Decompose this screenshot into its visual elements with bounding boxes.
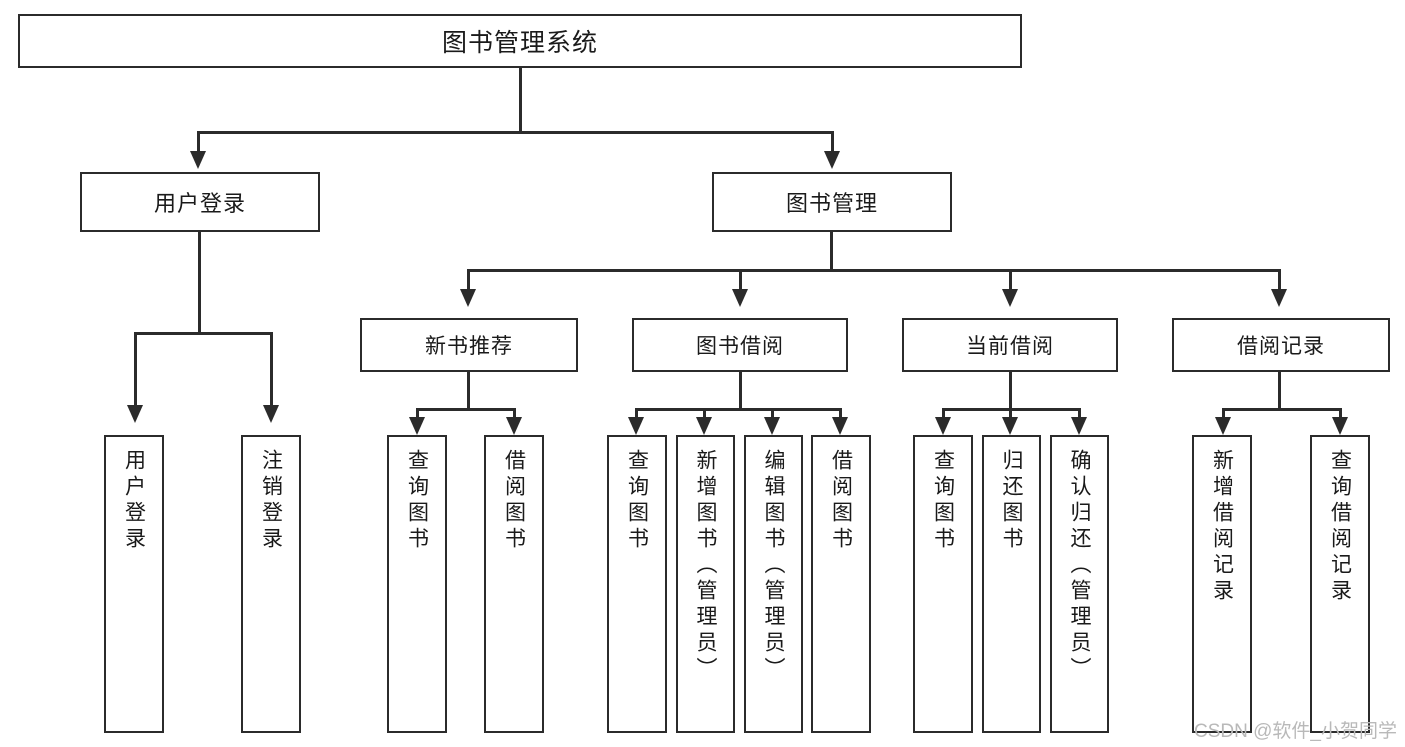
node-user-login[interactable]: 用户登录 [80, 172, 320, 232]
arrow-to-leaf-query-book-2 [628, 417, 644, 435]
leaf-user-login[interactable]: 用户登录 [104, 435, 164, 733]
connector-root-bar [197, 131, 834, 134]
arrow-to-leaf-borrow-book-2 [832, 417, 848, 435]
connector-bm-drop-1 [467, 269, 470, 291]
node-borrow-record[interactable]: 借阅记录 [1172, 318, 1390, 372]
connector-cb-drop-3 [1078, 408, 1081, 420]
connector-bb-drop-4 [839, 408, 842, 420]
connector-br-drop-1 [1222, 408, 1225, 420]
arrow-to-new-book-recommend [460, 289, 476, 307]
leaf-label: 归还图书 [1000, 449, 1023, 553]
arrow-to-leaf-query-book-3 [935, 417, 951, 435]
connector-bm-drop-4 [1278, 269, 1281, 291]
arrow-to-leaf-add-book [696, 417, 712, 435]
connector-user-login-drop-2 [270, 332, 273, 407]
leaf-confirm-return[interactable]: 确认归还（管理员） [1050, 435, 1109, 733]
leaf-label: 借阅图书 [502, 449, 526, 553]
connector-br-stem [1278, 372, 1281, 410]
node-label: 借阅记录 [1237, 335, 1325, 358]
arrow-to-leaf-return-book [1002, 417, 1018, 435]
leaf-label: 查询图书 [405, 449, 429, 553]
connector-nbr-stem [467, 372, 470, 410]
arrow-to-leaf-edit-book [764, 417, 780, 435]
node-book-management[interactable]: 图书管理 [712, 172, 952, 232]
connector-book-management-stem [830, 232, 833, 271]
connector-br-drop-2 [1339, 408, 1342, 420]
leaf-label: 编辑图书（管理员） [762, 449, 785, 683]
arrow-to-leaf-query-record [1332, 417, 1348, 435]
connector-bm-drop-2 [739, 269, 742, 291]
leaf-query-book-3[interactable]: 查询图书 [913, 435, 973, 733]
connector-user-login-drop-1 [134, 332, 137, 407]
connector-bm-drop-3 [1009, 269, 1012, 291]
arrow-to-leaf-logout-login [263, 405, 279, 423]
node-book-borrow[interactable]: 图书借阅 [632, 318, 848, 372]
connector-root-to-user-login [197, 131, 200, 153]
node-label: 当前借阅 [966, 335, 1054, 358]
connector-bb-stem [739, 372, 742, 410]
node-label: 新书推荐 [425, 335, 513, 358]
node-label: 图书管理系统 [441, 29, 598, 57]
leaf-edit-book[interactable]: 编辑图书（管理员） [744, 435, 803, 733]
connector-root-to-book-management [831, 131, 834, 153]
arrow-to-leaf-query-book-1 [409, 417, 425, 435]
leaf-query-book-1[interactable]: 查询图书 [387, 435, 447, 733]
connector-br-bar [1222, 408, 1342, 411]
leaf-label: 查询图书 [931, 449, 955, 553]
leaf-label: 确认归还（管理员） [1068, 449, 1091, 683]
leaf-add-record[interactable]: 新增借阅记录 [1192, 435, 1252, 733]
arrow-to-leaf-borrow-book-1 [506, 417, 522, 435]
arrow-to-borrow-record [1271, 289, 1287, 307]
leaf-query-record[interactable]: 查询借阅记录 [1310, 435, 1370, 733]
connector-bb-drop-2 [703, 408, 706, 420]
connector-nbr-drop-2 [513, 408, 516, 420]
leaf-borrow-book-2[interactable]: 借阅图书 [811, 435, 871, 733]
connector-user-login-stem [198, 232, 201, 333]
node-label: 图书借阅 [696, 335, 784, 358]
connector-book-management-bar [467, 269, 1281, 272]
node-new-book-recommend[interactable]: 新书推荐 [360, 318, 578, 372]
leaf-label: 用户登录 [122, 449, 146, 553]
connector-user-login-bar [134, 332, 273, 335]
leaf-label: 注销登录 [259, 449, 283, 553]
connector-cb-drop-2 [1009, 408, 1012, 420]
leaf-add-book[interactable]: 新增图书（管理员） [676, 435, 735, 733]
connector-bb-drop-1 [635, 408, 638, 420]
leaf-logout-login[interactable]: 注销登录 [241, 435, 301, 733]
arrow-to-leaf-confirm-return [1071, 417, 1087, 435]
connector-nbr-bar [416, 408, 516, 411]
leaf-label: 查询借阅记录 [1328, 449, 1352, 605]
node-label: 图书管理 [785, 191, 878, 216]
connector-nbr-drop-1 [416, 408, 419, 420]
arrow-to-current-borrow [1002, 289, 1018, 307]
watermark-text: CSDN @软件_小贺同学 [1194, 721, 1397, 742]
leaf-query-book-2[interactable]: 查询图书 [607, 435, 667, 733]
arrow-to-book-borrow [732, 289, 748, 307]
leaf-borrow-book-1[interactable]: 借阅图书 [484, 435, 544, 733]
connector-cb-stem [1009, 372, 1012, 410]
node-label: 用户登录 [153, 191, 246, 216]
leaf-label: 查询图书 [625, 449, 649, 553]
node-book-management-system[interactable]: 图书管理系统 [18, 14, 1022, 68]
leaf-label: 新增图书（管理员） [694, 449, 717, 683]
connector-bb-drop-3 [771, 408, 774, 420]
connector-root-stem [519, 68, 522, 133]
arrow-to-leaf-add-record [1215, 417, 1231, 435]
arrow-to-leaf-user-login [127, 405, 143, 423]
leaf-label: 新增借阅记录 [1210, 449, 1234, 605]
arrow-to-user-login [190, 151, 206, 169]
arrow-to-book-management [824, 151, 840, 169]
node-current-borrow[interactable]: 当前借阅 [902, 318, 1118, 372]
connector-cb-drop-1 [942, 408, 945, 420]
connector-bb-bar [635, 408, 842, 411]
leaf-return-book[interactable]: 归还图书 [982, 435, 1041, 733]
leaf-label: 借阅图书 [829, 449, 853, 553]
